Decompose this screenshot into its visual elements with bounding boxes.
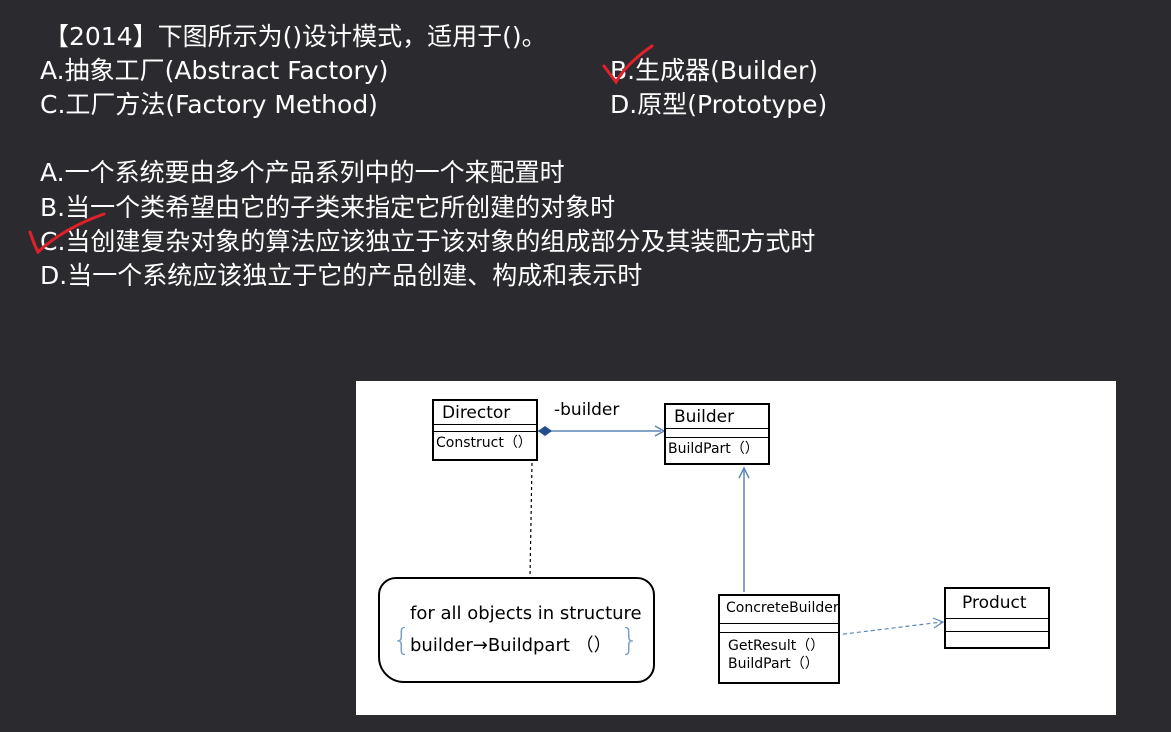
usage-option-a: A.一个系统要由多个产品系列中的一个来配置时 [40,158,565,187]
director-class-name: Director [434,401,536,425]
diagram-connectors [529,425,945,636]
product-class: Product [944,587,1050,649]
concrete-builder-operation: GetResult（） [728,638,825,654]
concrete-builder-operation: BuildPart（） [728,656,819,672]
uml-diagram: -builder Director Construct（） Builder Bu… [356,381,1116,715]
builder-operation: BuildPart（） [668,441,759,457]
product-class-name: Product [946,589,1048,619]
left-brace-icon: { [392,623,412,658]
note-line-2: builder→Buildpart （） [410,635,612,656]
check-mark-icon [602,44,654,85]
concrete-builder-class-name: ConcreteBuilder [720,596,839,624]
pattern-option-d: D.原型(Prototype) [610,90,828,119]
builder-class: Builder BuildPart（） [664,403,770,465]
question-stem: 【2014】下图所示为()设计模式，适用于()。 [44,22,547,51]
usage-option-c: C.当创建复杂对象的算法应该独立于该对象的组成部分及其装配方式时 [40,227,816,256]
right-brace-icon: } [620,623,640,658]
pattern-option-a: A.抽象工厂(Abstract Factory) [40,56,389,85]
usage-option-d: D.当一个系统应该独立于它的产品创建、构成和表示时 [40,261,643,290]
note-line-1: for all objects in structure [410,603,642,624]
pattern-option-c: C.工厂方法(Factory Method) [40,90,378,119]
structure-note: for all objects in structure { builder→B… [378,577,655,683]
pattern-option-b: B.生成器(Builder) [610,56,819,85]
association-label: -builder [554,400,620,420]
concrete-builder-class: ConcreteBuilder GetResult（） BuildPart（） [718,594,840,684]
director-operation: Construct（） [436,435,532,451]
check-mark-icon [28,212,106,255]
builder-class-name: Builder [666,405,768,429]
director-class: Director Construct（） [432,399,538,461]
usage-option-b: B.当一个类希望由它的子类来指定它所创建的对象时 [40,193,616,222]
